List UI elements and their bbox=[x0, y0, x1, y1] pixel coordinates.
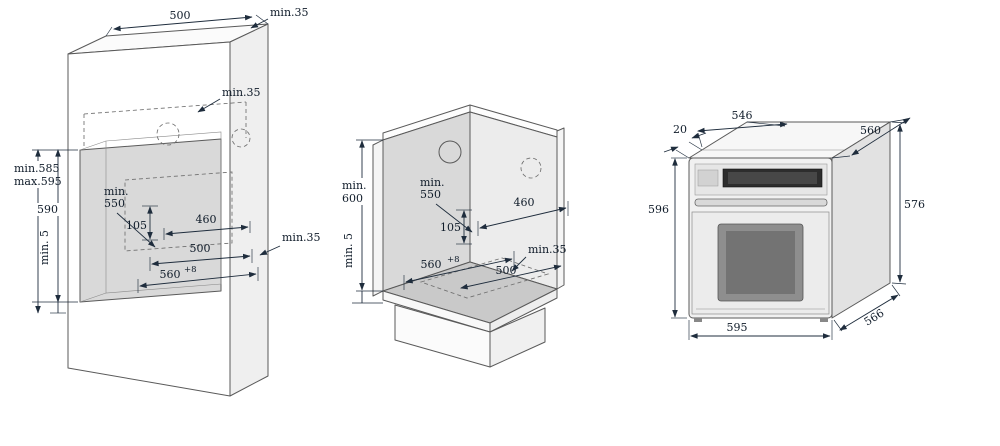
dim-tall-depth-line1: min. bbox=[104, 185, 129, 198]
dim-tall-top-clearance: min.35 bbox=[270, 6, 309, 19]
dim-base-inner-width-lines bbox=[477, 201, 569, 236]
dim-tall-inner-width-lines bbox=[163, 221, 251, 240]
dim-oven-bottom-depth-lines bbox=[833, 284, 901, 332]
dim-base-height-line1: min. bbox=[342, 179, 367, 192]
tall-cabinet-side-face bbox=[229, 23, 269, 397]
dim-base-rear-clearance: min.35 bbox=[528, 243, 567, 256]
display-inner bbox=[728, 172, 817, 184]
oven-foot-left bbox=[694, 318, 702, 322]
base-cabinet-diagram: min. 600 min. 5 min. 550 105 460 560 +8 bbox=[340, 104, 569, 368]
dim-tall-depth-line2: 550 bbox=[104, 197, 125, 210]
dim-base-depth-line1: min. bbox=[420, 176, 445, 189]
dim-oven-body-height-lines bbox=[891, 121, 907, 285]
plinth-front-right bbox=[489, 307, 546, 368]
dim-base-opening-width: 500 bbox=[496, 264, 517, 277]
dim-tall-inner-width: 460 bbox=[196, 213, 217, 226]
dim-tall-niche-height: 590 bbox=[37, 203, 58, 216]
vent-hole-dashed-circle bbox=[156, 122, 180, 146]
side-panel-vent-hole-dashed bbox=[520, 157, 542, 179]
door-handle bbox=[694, 198, 828, 207]
tall-cabinet-diagram: 500 min.35 min.35 min.585 max.595 590 mi… bbox=[12, 6, 321, 397]
dim-tall-vent-clearance: min.35 bbox=[222, 86, 261, 99]
label-mask bbox=[340, 178, 368, 205]
dim-base-recess-lines bbox=[456, 209, 472, 245]
door-glass-inner bbox=[726, 231, 795, 294]
dim-base-height-lines bbox=[352, 139, 383, 304]
dim-base-opening-width-line bbox=[460, 264, 562, 290]
dim-base-depth-line2: 550 bbox=[420, 188, 441, 201]
vent-zone-dashed bbox=[83, 101, 251, 149]
dim-base-niche-width-tol: +8 bbox=[447, 255, 460, 265]
label-mask bbox=[36, 203, 60, 216]
dim-tall-niche-width-tol: +8 bbox=[184, 265, 197, 275]
dim-tall-top-width: 500 bbox=[170, 9, 191, 22]
dim-tall-top-clearance-leader bbox=[250, 18, 269, 29]
dim-base-niche-width-lines bbox=[403, 251, 515, 290]
dim-oven-height: 596 bbox=[648, 203, 669, 216]
dim-tall-height-min: min.585 bbox=[14, 162, 60, 175]
dim-tall-depth-leader bbox=[116, 212, 156, 248]
dim-tall-recess-height: 105 bbox=[126, 219, 147, 232]
dim-tall-rear-clearance: min.35 bbox=[282, 231, 321, 244]
dim-tall-opening-width-lines bbox=[149, 249, 253, 271]
dim-oven-bottom-depth: 566 bbox=[862, 307, 887, 329]
oven-foot-right bbox=[820, 318, 828, 322]
oven-diagram: 20 546 560 596 576 bbox=[648, 109, 925, 340]
label-mask bbox=[12, 161, 56, 188]
dim-oven-width: 595 bbox=[727, 321, 748, 334]
dim-base-height-line2: 600 bbox=[342, 192, 363, 205]
dim-tall-niche-width-lines bbox=[137, 267, 259, 293]
back-panel-vent-hole bbox=[438, 140, 462, 164]
dim-base-bottom-clearance: min. 5 bbox=[342, 233, 355, 268]
dim-tall-niche-width: 560 bbox=[160, 268, 181, 281]
dim-base-rear-clearance-leader bbox=[511, 256, 527, 272]
side-vent-hole-dashed-circle bbox=[231, 128, 251, 148]
dim-oven-height-lines bbox=[671, 157, 687, 319]
dim-tall-height-max: max.595 bbox=[14, 175, 62, 188]
dim-oven-body-depth-lines bbox=[697, 121, 788, 148]
dim-base-niche-width: 560 bbox=[421, 258, 442, 271]
dim-base-inner-width: 460 bbox=[514, 196, 535, 209]
dim-oven-body-depth: 546 bbox=[732, 109, 753, 122]
dim-tall-vent-clearance-leader bbox=[197, 98, 221, 113]
dim-tall-top-width-lines bbox=[105, 14, 269, 37]
dim-oven-frame-depth: 20 bbox=[673, 123, 687, 136]
control-button-block bbox=[697, 169, 719, 187]
oven-position-dashed-outline bbox=[124, 171, 233, 252]
dim-tall-recess-lines bbox=[142, 205, 158, 241]
left-panel-edge bbox=[372, 139, 384, 297]
dim-tall-opening-width: 500 bbox=[190, 242, 211, 255]
dim-oven-width-lines bbox=[688, 320, 833, 340]
dim-tall-bottom-clearance: min. 5 bbox=[38, 230, 51, 265]
dim-tall-rear-clearance-leader bbox=[259, 245, 281, 256]
dim-base-recess-height: 105 bbox=[440, 221, 461, 234]
dim-oven-body-height: 576 bbox=[904, 198, 925, 211]
deck-front-right-edge bbox=[489, 288, 558, 333]
dim-oven-top-depth: 560 bbox=[860, 124, 881, 137]
